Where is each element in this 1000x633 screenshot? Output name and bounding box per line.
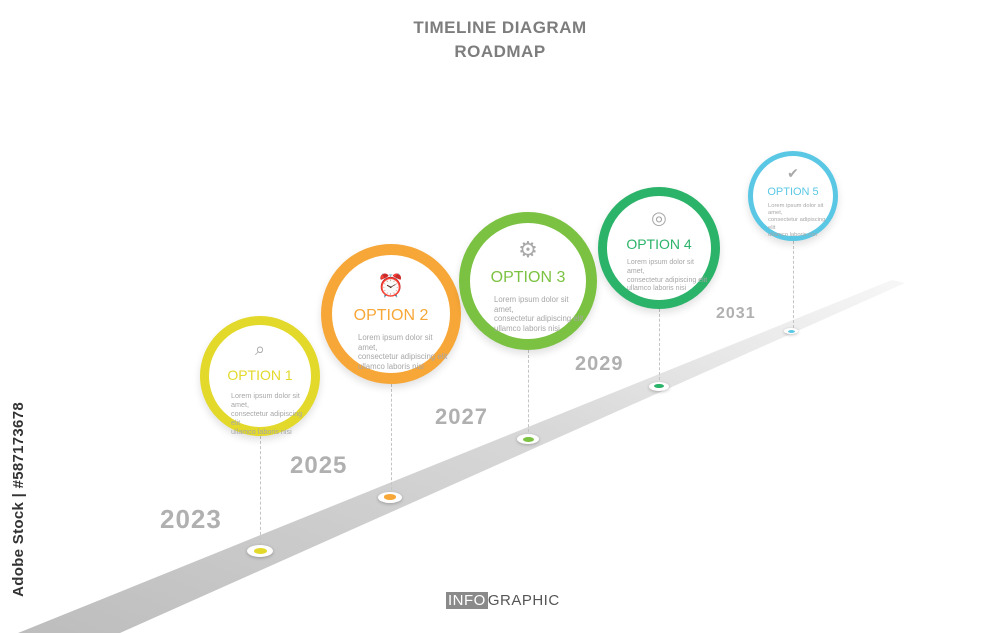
diagram-title: TIMELINE DIAGRAM: [413, 18, 587, 37]
milestone-connector: [260, 436, 261, 545]
road-marker: [784, 328, 798, 334]
milestone-label: OPTION 3: [490, 269, 566, 286]
milestone-circle: ⚙ OPTION 3 Lorem ipsum dolor sit amet, con…: [459, 212, 597, 350]
footer-text: GRAPHIC: [487, 592, 560, 609]
stock-watermark: Adobe Stock | #587173678: [10, 402, 27, 597]
road-marker: [378, 491, 402, 503]
milestone-label: OPTION 5: [767, 186, 819, 198]
milestone-year: 2027: [435, 404, 488, 429]
milestone-connector: [793, 241, 794, 328]
milestone-year: 2029: [575, 353, 624, 375]
milestone-circle: ✔ OPTION 5 Lorem ipsum dolor sit amet, con…: [748, 151, 838, 241]
milestone-circle: ⌕ OPTION 1 Lorem ipsum dolor sit amet, con…: [200, 316, 320, 436]
footer-boxed-text: INFO: [446, 592, 488, 609]
road-marker-dot: [787, 329, 795, 333]
milestone-circle: ⏰ OPTION 2 Lorem ipsum dolor sit amet, con…: [321, 244, 461, 384]
milestone-year: 2023: [160, 504, 222, 534]
milestone-description: Lorem ipsum dolor sit amet, consectetur …: [358, 333, 448, 372]
check-circle-icon: ✔: [787, 165, 799, 181]
milestone-description: Lorem ipsum dolor sit amet, consectetur …: [627, 259, 708, 293]
diagram-subtitle: ROADMAP: [454, 42, 546, 61]
road-marker: [517, 434, 539, 444]
road-marker: [247, 545, 273, 557]
road-marker-dot: [522, 436, 534, 442]
target-icon: ◎: [651, 208, 667, 228]
milestone-label: OPTION 4: [626, 236, 692, 252]
road-marker: [649, 381, 669, 391]
magnifier-icon: ⌕: [254, 339, 266, 359]
milestone-label: OPTION 2: [353, 307, 429, 324]
head-gear-icon: ⚙: [518, 237, 538, 262]
road-marker-dot: [384, 494, 396, 500]
milestone-year: 2031: [716, 305, 756, 322]
milestone-description: Lorem ipsum dolor sit amet, consectetur …: [231, 391, 303, 436]
milestone-connector: [391, 384, 392, 490]
road-surface: [18, 280, 905, 633]
alarm-clock-icon: ⏰: [377, 273, 405, 298]
milestone-year: 2025: [290, 452, 348, 479]
road-marker-dot: [654, 383, 664, 389]
milestone-description: Lorem ipsum dolor sit amet, consectetur …: [494, 295, 584, 334]
milestone-connector: [528, 350, 529, 432]
road-marker-dot: [253, 548, 267, 554]
milestone-connector: [659, 309, 660, 380]
milestone-description: Lorem ipsum dolor sit amet, consectetur …: [768, 203, 826, 238]
milestone-label: OPTION 1: [227, 367, 293, 383]
milestone-circle: ◎ OPTION 4 Lorem ipsum dolor sit amet, con…: [598, 187, 720, 309]
